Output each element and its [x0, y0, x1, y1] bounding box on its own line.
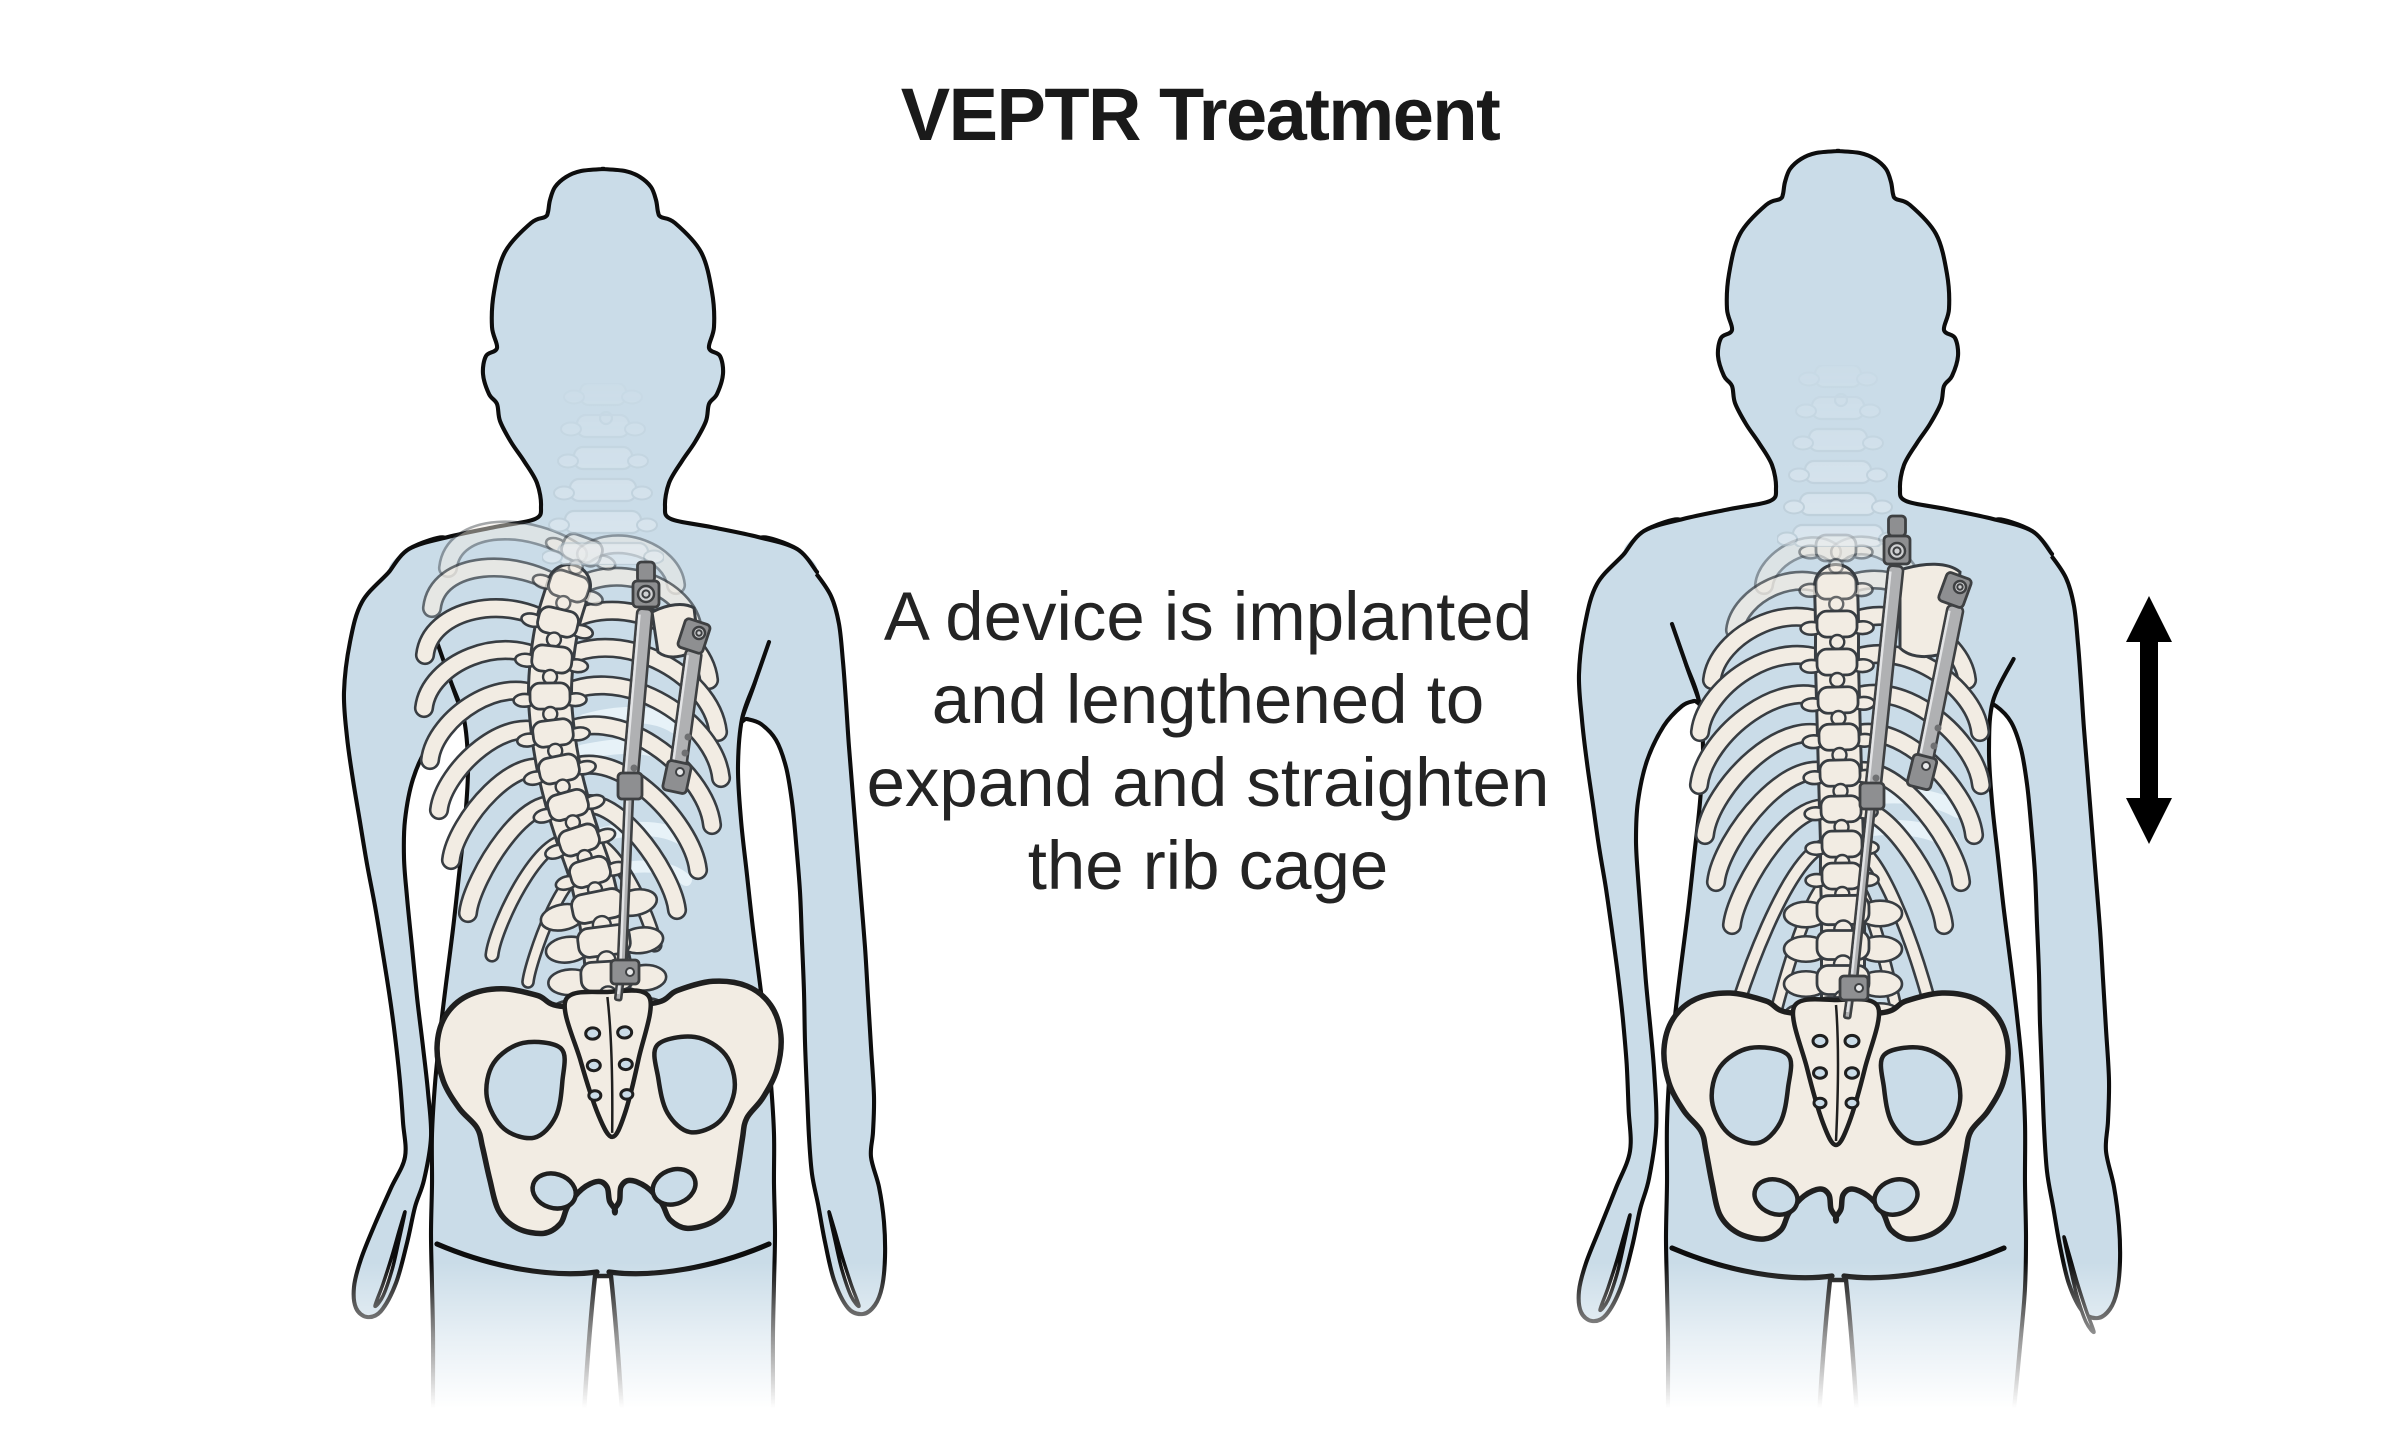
- svg-text:expand and straighten: expand and straighten: [867, 744, 1550, 821]
- svg-text:the rib cage: the rib cage: [1028, 827, 1389, 904]
- svg-text:VEPTR Treatment: VEPTR Treatment: [901, 73, 1500, 156]
- svg-text:A device is implanted: A device is implanted: [884, 578, 1532, 655]
- svg-text:and lengthened to: and lengthened to: [932, 661, 1485, 738]
